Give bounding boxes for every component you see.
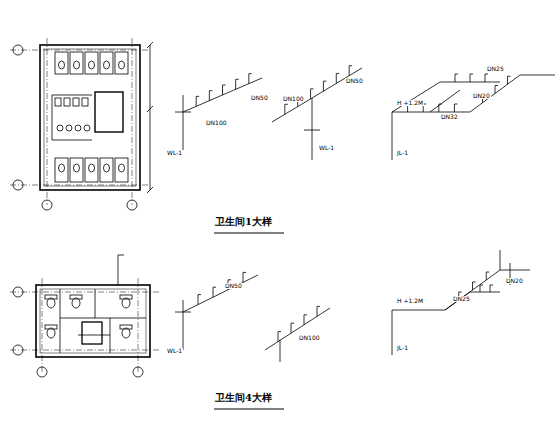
pipe-label: H +1.2M [396, 298, 424, 304]
drawing-title: 卫生间4大样 [214, 393, 273, 403]
water-isometric-1 [392, 74, 555, 160]
pipe-label: WL-1 [166, 150, 183, 156]
pipe-label: WL-1 [318, 145, 335, 151]
drawing-title: 卫生间1大样 [214, 217, 273, 227]
pipe-label: DN32 [440, 114, 459, 120]
drain-isometric-4 [265, 306, 330, 362]
water-isometric-2 [392, 250, 530, 355]
pipe-label: H +1.2M [396, 100, 424, 106]
pipe-label: DN25 [452, 296, 471, 302]
toilet-plan-4 [10, 255, 160, 377]
pipe-label: JL-1 [396, 150, 409, 156]
pipe-label: DN20 [505, 278, 524, 284]
toilet-plan-1 [10, 38, 153, 210]
pipe-label: DN50 [345, 78, 364, 84]
pipe-label: JL-1 [396, 345, 409, 351]
pipe-label: DN25 [486, 66, 505, 72]
pipe-label: WL-1 [166, 348, 183, 354]
pipe-label: DN20 [472, 93, 491, 99]
pipe-label: DN50 [250, 95, 269, 101]
drain-isometric-3 [175, 272, 258, 350]
pipe-label: DN50 [224, 283, 243, 289]
pipe-label: DN100 [282, 96, 305, 102]
pipe-label: DN100 [205, 120, 228, 126]
pipe-label: DN100 [298, 335, 321, 341]
drain-isometric-1 [175, 74, 262, 150]
